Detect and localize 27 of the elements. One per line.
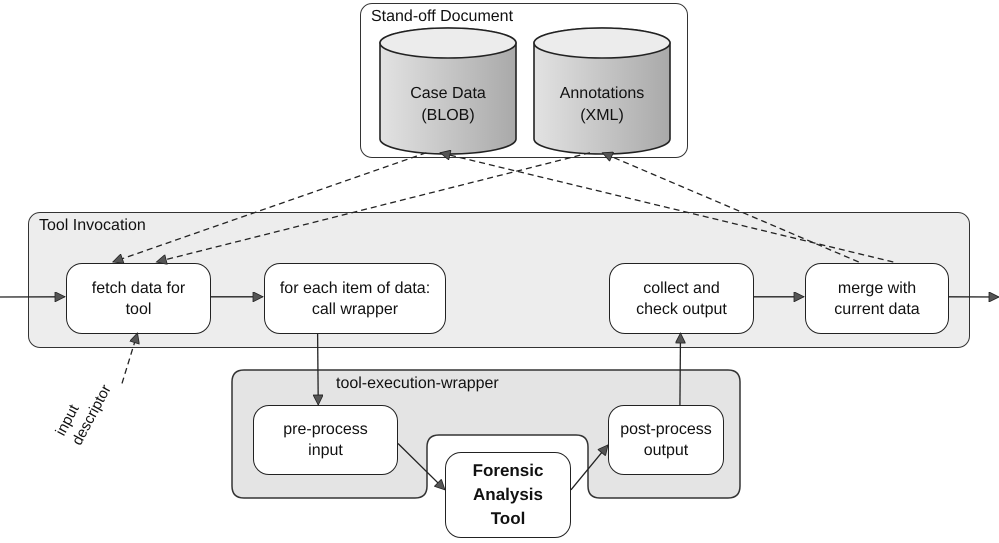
- arrow: [440, 150, 894, 263]
- arrow: [210, 291, 264, 302]
- arrow: [312, 333, 324, 406]
- arrow: [0, 291, 66, 302]
- arrow: [156, 152, 590, 265]
- group-title: tool-execution-wrapper: [336, 374, 499, 394]
- group-container: [360, 3, 688, 158]
- process-box: for each item of data: call wrapper: [264, 263, 446, 334]
- cylinder-label: Annotations (XML): [558, 84, 646, 126]
- arrow: [112, 152, 427, 264]
- process-box: post-process output: [608, 405, 724, 475]
- process-box: fetch data for tool: [66, 263, 211, 334]
- process-box: merge with current data: [805, 263, 949, 334]
- process-box: collect and check output: [609, 263, 754, 334]
- arrow: [675, 332, 686, 405]
- group-container: [28, 212, 970, 348]
- process-box: Forensic Analysis Tool: [445, 452, 571, 538]
- arrow: [121, 332, 140, 384]
- group-title: Stand-off Document: [371, 7, 514, 27]
- cylinder-label: Case Data (BLOB): [409, 84, 487, 126]
- arrow: [602, 152, 859, 263]
- arrow: [948, 292, 999, 302]
- process-box: pre-process input: [253, 405, 398, 475]
- arrow: [570, 444, 608, 490]
- arrow: [753, 291, 804, 302]
- group-title: Tool Invocation: [39, 216, 146, 236]
- arrow: [398, 443, 446, 490]
